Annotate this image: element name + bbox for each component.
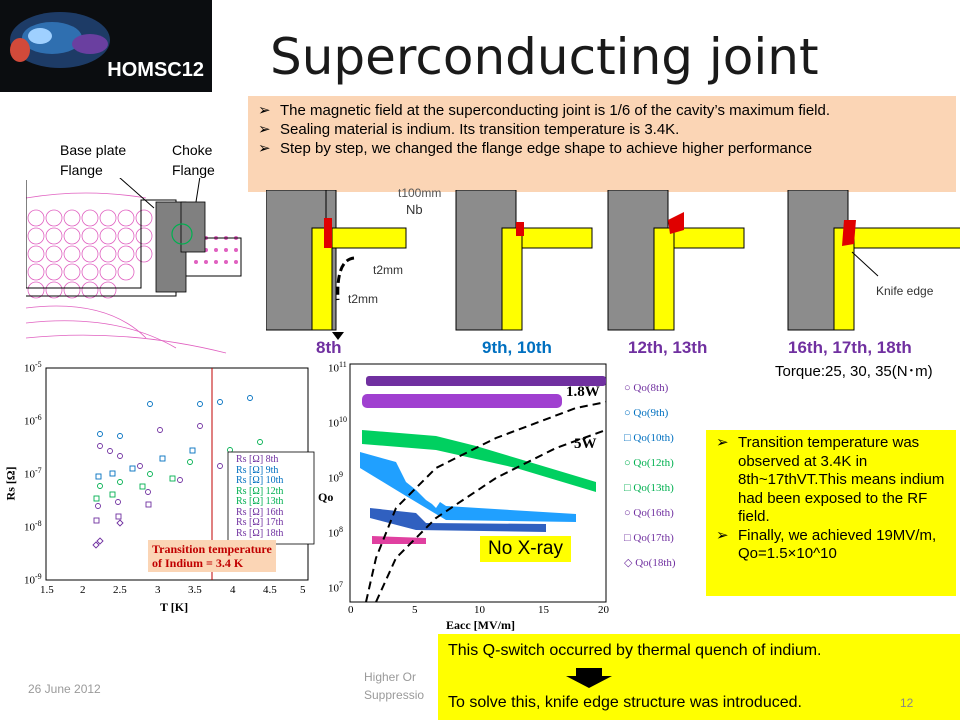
conclusion-line-1: This Q-switch occurred by thermal quench…	[448, 642, 822, 659]
rs-legend-item: Rs [Ω] 9th	[236, 464, 279, 476]
rs-xtick: 4.5	[263, 584, 277, 596]
arrow-down-icon	[566, 668, 612, 688]
qo-xtick: 10	[474, 604, 485, 616]
qo-legend-label: Qo(12th)	[633, 457, 674, 469]
rs-xtick: 2.5	[113, 584, 127, 596]
torque-label: Torque:25, 30, 35(N･m)	[775, 363, 933, 380]
section-label-12th-13th: 12th, 13th	[628, 338, 708, 357]
qo-legend-item: ○ Qo(12th)	[624, 457, 674, 469]
bullet-item: Transition temperature was observed at 3…	[712, 434, 950, 527]
qo-legend-label: Qo(18th)	[635, 557, 676, 569]
footer-center: Higher Or Suppressio	[364, 668, 424, 704]
bullet-item: Finally, we achieved 19MV/m, Qo=1.5×10^1…	[712, 527, 950, 564]
page-title: Superconducting joint	[270, 28, 819, 86]
qo-legend-item: ○ Qo(16th)	[624, 507, 674, 519]
section-label-16th-18th: 16th, 17th, 18th	[788, 338, 912, 357]
qo-xtick: 20	[598, 604, 609, 616]
footer-center-line: Higher Or	[364, 670, 417, 684]
qo-ytick: 108	[328, 525, 343, 540]
annotation-line: of Indium = 3.4 K	[152, 556, 244, 570]
qo-xtick: 0	[348, 604, 354, 616]
top-bullet-list: The magnetic field at the superconductin…	[254, 101, 950, 158]
qo-legend-label: Qo(13th)	[633, 482, 674, 494]
rs-legend-item: Rs [Ω] 12th	[236, 485, 284, 497]
rs-xtick: 5	[300, 584, 306, 596]
rs-xlabel: T [K]	[160, 600, 189, 614]
rs-legend-item: Rs [Ω] 13th	[236, 496, 284, 507]
annotation-line: Transition temperature	[152, 542, 272, 556]
rs-legend-item: Rs [Ω] 17th	[236, 517, 284, 528]
qo-legend: ○ Qo(8th) ○ Qo(9th) □ Qo(10th) ○ Qo(12th…	[624, 376, 676, 576]
qo-xtick: 5	[412, 604, 418, 616]
bullet-item: Step by step, we changed the flange edge…	[254, 139, 950, 158]
choke-flange-label: Choke Flange	[172, 142, 215, 178]
qo-ytick: 1010	[328, 415, 347, 430]
knife-edge-label: Knife edge	[876, 284, 934, 298]
qo-legend-label: Qo(9th)	[633, 407, 669, 419]
section-label-8th: 8th	[316, 338, 342, 357]
qo-legend-label: Qo(17th)	[633, 532, 674, 544]
line-label-5w: 5W	[574, 436, 597, 452]
rs-ytick: 10-5	[24, 360, 42, 375]
rs-xtick: 2	[80, 584, 86, 596]
qo-legend-label: Qo(16th)	[633, 507, 674, 519]
base-plate-flange-label: Base plate Flange	[60, 142, 127, 178]
logo-text: HOMSC12	[107, 59, 204, 81]
t2mm-label-lower: t2mm	[348, 292, 378, 306]
no-xray-label: No X-ray	[480, 536, 571, 562]
qo-ytick: 107	[328, 580, 343, 595]
line-label-1.8w: 1.8W	[566, 384, 600, 400]
bullet-item: The magnetic field at the superconductin…	[254, 101, 950, 120]
arrow-shape	[566, 668, 612, 688]
qo-legend-label: Qo(8th)	[633, 382, 669, 394]
right-bullet-list: Transition temperature was observed at 3…	[712, 434, 950, 564]
field-simulation-diagram	[26, 178, 246, 358]
footer-date: 26 June 2012	[28, 682, 101, 696]
qo-legend-item: □ Qo(13th)	[624, 482, 674, 494]
right-bullet-box: Transition temperature was observed at 3…	[706, 430, 956, 596]
rs-legend-item: Rs [Ω] 16th	[236, 506, 284, 518]
rs-legend: Rs [Ω] 8th Rs [Ω] 9th Rs [Ω] 10th Rs [Ω]…	[236, 454, 284, 539]
qo-legend-item: ○ Qo(9th)	[624, 407, 669, 419]
qo-ytick: 109	[328, 470, 343, 485]
qo-xtick: 15	[538, 604, 549, 616]
qo-legend-item: □ Qo(17th)	[624, 532, 674, 544]
page-number: 12	[900, 696, 914, 710]
t2mm-label-upper: t2mm	[373, 263, 403, 277]
qo-legend-item: ◇ Qo(18th)	[624, 557, 676, 569]
rs-ytick: 10-8	[24, 519, 42, 534]
flange-cross-sections	[266, 190, 960, 340]
rs-xtick: 1.5	[40, 584, 54, 596]
qo-legend-label: Qo(10th)	[633, 432, 674, 444]
bullet-item: Sealing material is indium. Its transiti…	[254, 120, 950, 139]
t100-label: t100mm	[398, 186, 442, 200]
rs-xtick: 4	[230, 584, 236, 596]
qo-xlabel: Eacc [MV/m]	[446, 618, 515, 632]
top-bullet-box: The magnetic field at the superconductin…	[248, 96, 956, 192]
qo-plot-svg	[349, 363, 607, 603]
section-label-9th-10th: 9th, 10th	[482, 338, 552, 357]
conference-logo: HOMSC12	[0, 0, 212, 92]
rs-legend-item: Rs [Ω] 10th	[236, 475, 284, 486]
qo-ytick: 1011	[328, 360, 347, 375]
rs-ytick: 10-9	[24, 572, 42, 587]
rs-legend-item: Rs [Ω] 18th	[236, 527, 284, 539]
indium-transition-annotation: Transition temperature of Indium = 3.4 K	[148, 540, 276, 572]
qo-legend-item: □ Qo(10th)	[624, 432, 674, 444]
qo-plot	[316, 358, 616, 633]
rs-ylabel: Rs [Ω]	[3, 466, 18, 501]
conclusion-line-2: To solve this, knife edge structure was …	[448, 694, 802, 711]
qo-ylabel: Qo	[318, 490, 334, 504]
footer-center-line: Suppressio	[364, 688, 425, 702]
rs-xtick: 3	[155, 584, 161, 596]
qo-legend-item: ○ Qo(8th)	[624, 382, 669, 394]
rs-xtick: 3.5	[188, 584, 202, 596]
rs-ytick: 10-7	[24, 466, 42, 481]
logo-graphic	[0, 0, 212, 92]
rs-ytick: 10-6	[24, 413, 42, 428]
rs-legend-item: Rs [Ω] 8th	[236, 454, 279, 465]
nb-label: Nb	[406, 202, 423, 217]
bottom-conclusion-box: This Q-switch occurred by thermal quench…	[438, 634, 960, 720]
